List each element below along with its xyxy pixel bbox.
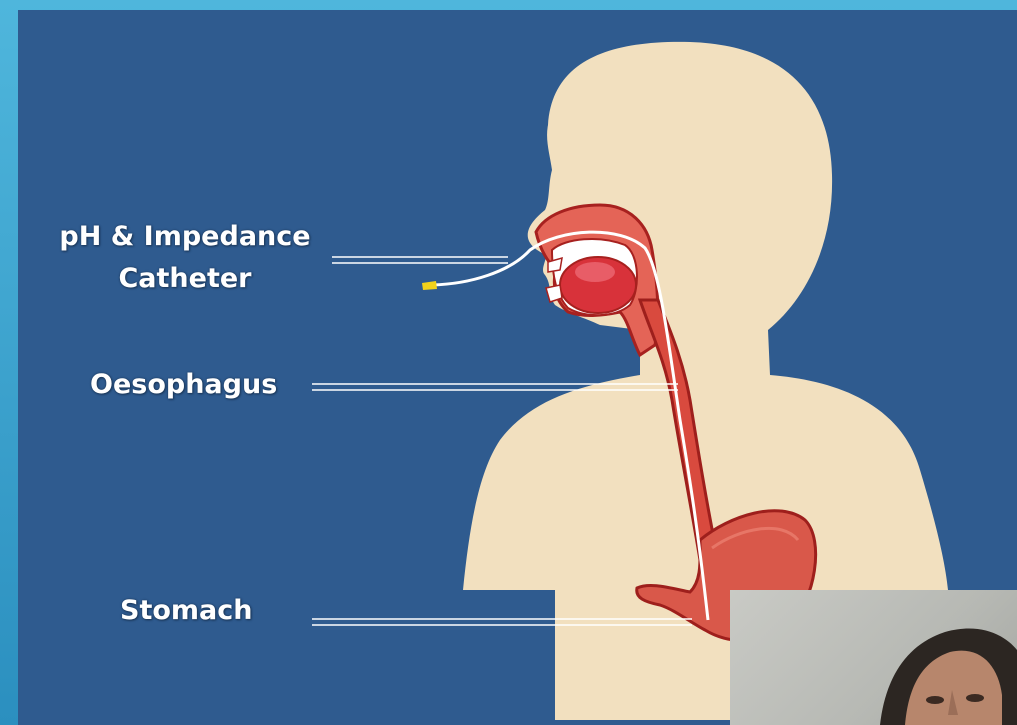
oral-nasal-cavity <box>536 205 658 355</box>
catheter-tip-icon <box>422 281 437 290</box>
stomach-label: Stomach <box>120 590 252 632</box>
oesophagus-label: Oesophagus <box>90 364 277 406</box>
catheter-label-line1: pH & Impedance <box>40 216 330 258</box>
webcam-overlay <box>730 590 1017 725</box>
catheter-label-line2: Catheter <box>40 258 330 300</box>
catheter-label: pH & Impedance Catheter <box>40 216 330 300</box>
video-feed-icon <box>730 590 1017 725</box>
